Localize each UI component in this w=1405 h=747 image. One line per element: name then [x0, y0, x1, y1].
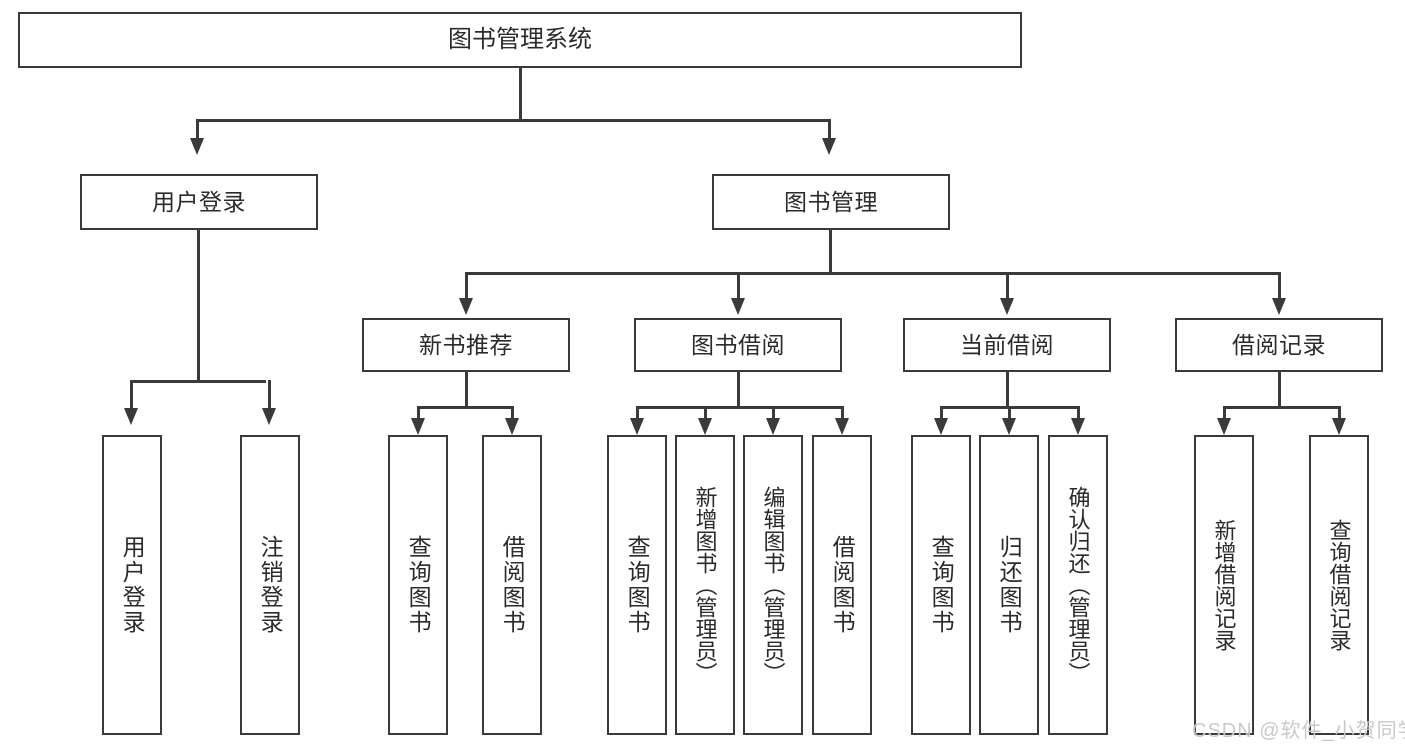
node-new-book-recommend[interactable]: 新书推荐: [362, 318, 570, 372]
arrow-userlogin-to-leaf-1: [262, 408, 276, 425]
leaf-query-book-recommend[interactable]: 查询图书: [388, 435, 448, 735]
leaf-logout[interactable]: 注销登录: [240, 435, 300, 735]
node-book-borrow[interactable]: 图书借阅: [634, 318, 842, 372]
node-label: 当前借阅: [960, 331, 1054, 358]
arrow-userlogin-to-leaf-0: [124, 408, 138, 425]
node-label: 借阅图书: [499, 535, 526, 635]
leaf-user-login[interactable]: 用户登录: [102, 435, 162, 735]
leaf-borrow-book-recommend[interactable]: 借阅图书: [482, 435, 542, 735]
leaf-query-book-current[interactable]: 查询图书: [911, 435, 971, 735]
arrow-bookborrow-to-leaf-1: [698, 418, 712, 435]
edge-bookborrow-to-leaf-0: [636, 406, 639, 422]
arrow-newbook-to-leaf-1: [505, 418, 519, 435]
node-label: 新增借阅记录: [1211, 519, 1237, 651]
leaf-query-book-borrow[interactable]: 查询图书: [607, 435, 667, 735]
arrow-currentborrow-to-leaf-1: [1002, 418, 1016, 435]
edge-bookmgmt-to-l3-3: [1278, 272, 1281, 302]
leaf-borrow-book[interactable]: 借阅图书: [812, 435, 872, 735]
arrow-bookborrow-to-leaf-2: [766, 418, 780, 435]
edge-newbook-to-leaf-1: [511, 406, 514, 422]
leaf-return-book[interactable]: 归还图书: [979, 435, 1039, 735]
node-label: 新书推荐: [419, 331, 513, 358]
node-label: 用户登录: [152, 188, 246, 215]
arrow-bookmgmt-to-l3-3: [1272, 298, 1286, 315]
leaf-confirm-return-admin[interactable]: 确认归还（管理员）: [1048, 435, 1108, 735]
edge-userlogin-bus: [131, 380, 266, 383]
node-label: 图书管理: [784, 188, 878, 215]
arrow-currentborrow-to-leaf-2: [1071, 418, 1085, 435]
node-book-management[interactable]: 图书管理: [712, 174, 950, 230]
edge-bookborrow-stem: [737, 372, 740, 408]
arrow-currentborrow-to-leaf-0: [934, 418, 948, 435]
edge-currentborrow-stem: [1006, 372, 1009, 408]
edge-currentborrow-to-leaf-0: [940, 406, 943, 422]
edge-root-to-level2-0: [196, 119, 199, 144]
arrow-bookmgmt-to-l3-2: [1000, 298, 1014, 315]
node-label: 归还图书: [996, 535, 1023, 635]
node-user-login[interactable]: 用户登录: [80, 174, 318, 230]
node-label: 借阅图书: [829, 535, 856, 635]
node-label: 查询借阅记录: [1326, 519, 1352, 651]
node-root[interactable]: 图书管理系统: [18, 12, 1022, 68]
arrow-root-to-level2-0: [190, 138, 204, 155]
edge-bookborrow-to-leaf-1: [704, 406, 707, 422]
arrow-borrowrecord-to-leaf-0: [1217, 418, 1231, 435]
edge-borrowrecord-bus: [1224, 406, 1340, 409]
edge-userlogin-stem: [197, 230, 200, 382]
leaf-add-book-admin[interactable]: 新增图书（管理员）: [675, 435, 735, 735]
edge-newbook-to-leaf-0: [417, 406, 420, 422]
arrow-root-to-level2-1: [822, 138, 836, 155]
edge-bookmgmt-to-l3-1: [737, 272, 740, 302]
leaf-add-borrow-record[interactable]: 新增借阅记录: [1194, 435, 1254, 735]
node-label: 图书借阅: [691, 331, 785, 358]
edge-borrowrecord-to-leaf-0: [1223, 406, 1226, 422]
arrow-bookborrow-to-leaf-3: [835, 418, 849, 435]
node-label: 编辑图书（管理员）: [760, 486, 786, 684]
edge-bookborrow-to-leaf-2: [772, 406, 775, 422]
node-borrow-record[interactable]: 借阅记录: [1175, 318, 1383, 372]
edge-newbook-bus: [418, 406, 513, 409]
node-label: 用户登录: [119, 535, 146, 635]
csdn-watermark: CSDN @软件_小贺同学: [1192, 720, 1405, 742]
node-label: 借阅记录: [1232, 331, 1326, 358]
node-label: 查询图书: [624, 535, 651, 635]
edge-bookmgmt-to-l3-0: [465, 272, 468, 302]
edge-bookmgmt-to-l3-2: [1006, 272, 1009, 302]
arrow-bookmgmt-to-l3-1: [731, 298, 745, 315]
node-label: 查询图书: [405, 535, 432, 635]
edge-userlogin-to-leaf-1: [268, 380, 271, 412]
leaf-edit-book-admin[interactable]: 编辑图书（管理员）: [743, 435, 803, 735]
edge-currentborrow-to-leaf-2: [1077, 406, 1080, 422]
edge-root-bus: [197, 119, 831, 122]
arrow-bookborrow-to-leaf-0: [630, 418, 644, 435]
node-label: 注销登录: [257, 535, 284, 635]
leaf-query-borrow-record[interactable]: 查询借阅记录: [1309, 435, 1369, 735]
edge-root-stem: [519, 68, 522, 121]
edge-bookborrow-bus: [637, 406, 843, 409]
node-label: 新增图书（管理员）: [692, 486, 718, 684]
node-label: 图书管理系统: [448, 26, 592, 54]
arrow-borrowrecord-to-leaf-1: [1332, 418, 1346, 435]
edge-root-to-level2-1: [828, 119, 831, 144]
edge-currentborrow-to-leaf-1: [1008, 406, 1011, 422]
node-label: 确认归还（管理员）: [1065, 486, 1091, 684]
arrow-bookmgmt-to-l3-0: [459, 298, 473, 315]
edge-bookmgmt-stem: [829, 230, 832, 274]
edge-borrowrecord-stem: [1278, 372, 1281, 408]
edge-bookborrow-to-leaf-3: [841, 406, 844, 422]
edge-bookmgmt-bus: [466, 272, 1280, 275]
node-current-borrow[interactable]: 当前借阅: [903, 318, 1111, 372]
edge-borrowrecord-to-leaf-1: [1338, 406, 1341, 422]
edge-newbook-stem: [465, 372, 468, 408]
edge-userlogin-to-leaf-0: [130, 380, 133, 412]
node-label: 查询图书: [928, 535, 955, 635]
arrow-newbook-to-leaf-0: [411, 418, 425, 435]
